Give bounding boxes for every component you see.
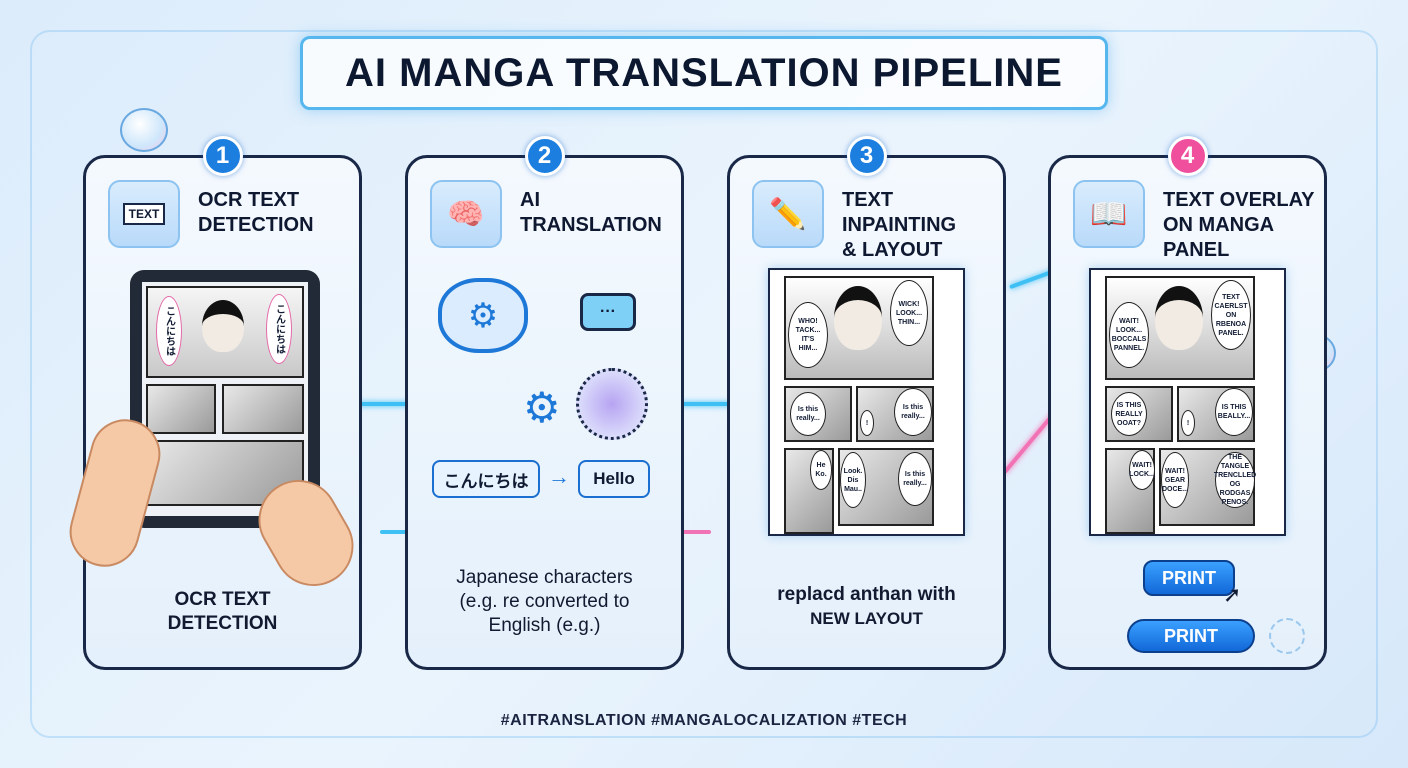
flow-arrow — [380, 530, 428, 534]
print-button[interactable]: PRINT — [1127, 619, 1255, 653]
step-card-inpainting: 3 ✏️ TEXT INPAINTING& LAYOUT WHO! TACK..… — [727, 136, 1006, 670]
cursor-icon: ➚ — [1223, 582, 1242, 607]
gear-icon: ⚙ — [523, 384, 561, 431]
mascot-icon — [120, 108, 168, 152]
pencil-chat-icon: ✏️ — [752, 180, 824, 248]
step-number-badge: 2 — [524, 136, 565, 176]
chat-bubble-icon: ··· — [580, 293, 636, 331]
decorative-frame — [30, 30, 1378, 738]
text-scan-icon: TEXT — [108, 180, 180, 248]
brain-gear-icon: 🧠 — [430, 180, 502, 248]
step-caption: Japanese characters(e.g. re converted to… — [456, 567, 633, 636]
print-button[interactable]: PRINT — [1143, 560, 1235, 596]
page-title: AI MANGA TRANSLATION PIPELINE — [300, 36, 1108, 110]
brain-gear-icon: ⚙ — [438, 278, 528, 353]
manga-book-icon: 📖 — [1073, 180, 1145, 248]
step-number-badge: 4 — [1167, 136, 1208, 176]
step-number-badge: 3 — [846, 136, 887, 176]
manga-page: WAIT! LOOK... BOCCALS PANNEL. TEXT CAERL… — [1089, 268, 1286, 536]
flow-arrow — [666, 530, 711, 534]
step-title: TEXT INPAINTING& LAYOUT — [842, 189, 957, 261]
target-text-box: Hello — [578, 460, 650, 498]
manga-page: WHO! TACK... IT'S HIM... WICK! LOOK... T… — [768, 268, 965, 536]
hashtags: #AITRANSLATION #MANGALOCALIZATION #TECH — [500, 712, 908, 729]
step-number-badge: 1 — [202, 136, 243, 176]
mascot-icon — [1269, 618, 1305, 654]
arrow-right-icon: → — [548, 464, 570, 489]
neural-network-icon — [576, 368, 648, 440]
source-text-box: こんにちは — [432, 460, 540, 498]
flow-arrow — [660, 402, 748, 406]
flow-arrow — [332, 402, 427, 406]
